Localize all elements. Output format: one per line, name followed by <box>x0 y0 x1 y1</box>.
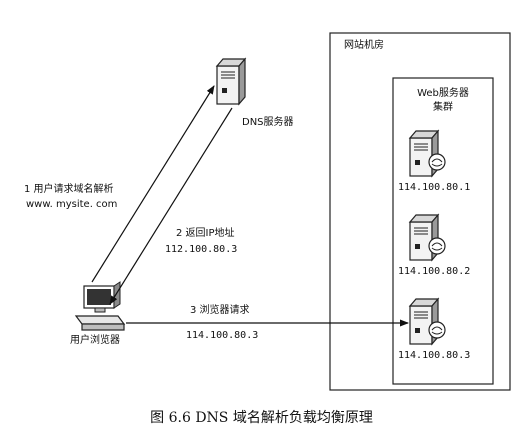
web-server-2-icon <box>410 215 445 260</box>
cluster-title-line2: 集群 <box>433 102 453 113</box>
step2-label: 2 返回IP地址 <box>176 228 235 239</box>
step2-detail: 112.100.80.3 <box>165 244 238 255</box>
client-label: 用户浏览器 <box>70 335 120 346</box>
web-server-3-ip: 114.100.80.3 <box>398 350 471 361</box>
client-computer-icon <box>74 281 126 331</box>
room-title: 网站机房 <box>344 40 384 51</box>
dns-query-arrow <box>91 85 215 283</box>
web-server-3-icon <box>410 299 445 344</box>
step3-detail: 114.100.80.3 <box>186 330 259 341</box>
web-cluster-frame <box>392 77 494 385</box>
web-server-2-ip: 114.100.80.2 <box>398 266 471 277</box>
server-room-frame <box>329 32 511 391</box>
step1-label: 1 用户请求域名解析 <box>24 184 114 195</box>
figure-caption: 图 6.6 DNS 域名解析负载均衡原理 <box>150 410 373 426</box>
dns-server-label: DNS服务器 <box>242 117 294 128</box>
step1-detail: www. mysite. com <box>26 199 118 210</box>
dns-server-icon <box>216 58 246 105</box>
ip-response-arrow <box>109 107 233 305</box>
web-server-1-icon <box>410 131 445 176</box>
web-server-1-ip: 114.100.80.1 <box>398 182 471 193</box>
step3-label: 3 浏览器请求 <box>190 305 250 316</box>
cluster-title-line1: Web服务器 <box>417 88 469 99</box>
